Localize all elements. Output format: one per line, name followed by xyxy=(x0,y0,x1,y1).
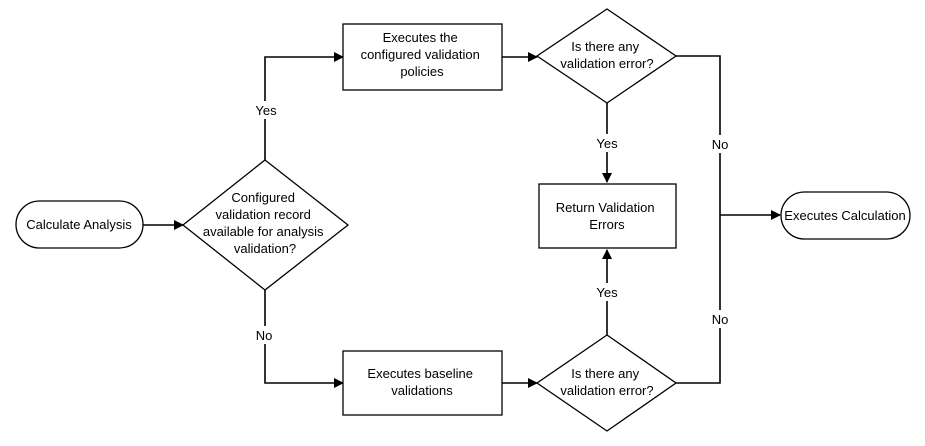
decision-config-line-3: available for analysis xyxy=(203,224,324,239)
exec-baseline-line-2: validations xyxy=(391,383,453,398)
edge-labels: Yes No Yes Yes No No xyxy=(252,101,732,344)
edge-top-no-to-junction xyxy=(676,55,721,215)
edge-label-bottom-error-no: No xyxy=(712,312,729,327)
edge-config-yes-to-policies xyxy=(264,52,344,160)
node-configured-validation-decision: Configured validation record available f… xyxy=(181,159,350,291)
decision-top-line-2: validation error? xyxy=(560,56,653,71)
edge-label-top-error-no: No xyxy=(712,137,729,152)
svg-text:Configured validation re: Configured validation record available f… xyxy=(203,190,327,256)
edge-label-top-error-yes: Yes xyxy=(596,136,618,151)
svg-text:Executes baseline valida: Executes baseline validations xyxy=(367,366,476,398)
return-errors-line-2: Errors xyxy=(589,217,625,232)
exec-policies-line-2: configured validation xyxy=(361,47,480,62)
node-calculate-analysis: Calculate Analysis xyxy=(15,200,144,249)
node-executes-calculation-line-1: Executes Calculation xyxy=(784,208,905,223)
decision-config-line-2: validation record xyxy=(215,207,310,222)
edge-label-config-yes: Yes xyxy=(255,103,277,118)
decision-top-line-1: Is there any xyxy=(571,39,639,54)
svg-text:Executes the configured: Executes the configured validation polic… xyxy=(361,30,484,79)
svg-text:Executes Calculation: Executes Calculation xyxy=(784,208,905,223)
edge-bottom-no-to-junction xyxy=(676,215,721,384)
return-errors-line-1: Return Validation xyxy=(556,200,655,215)
exec-baseline-line-1: Executes baseline xyxy=(367,366,473,381)
decision-config-line-1: Configured xyxy=(231,190,295,205)
svg-text:Return Validation Errors: Return Validation Errors xyxy=(556,200,658,232)
node-executes-configured-policies: Executes the configured validation polic… xyxy=(342,23,503,91)
svg-text:Is there any validation: Is there any validation error? xyxy=(560,39,653,71)
edge-config-no-to-baseline xyxy=(264,290,344,388)
exec-policies-line-3: policies xyxy=(400,64,444,79)
decision-config-line-4: validation? xyxy=(234,241,296,256)
node-bottom-validation-error-decision: Is there any validation error? xyxy=(535,334,678,432)
node-executes-baseline-validations: Executes baseline validations xyxy=(342,350,503,416)
node-calculate-analysis-line-1: Calculate Analysis xyxy=(26,217,132,232)
decision-bottom-line-1: Is there any xyxy=(571,366,639,381)
exec-policies-line-1: Executes the xyxy=(383,30,458,45)
edge-label-bottom-error-yes: Yes xyxy=(596,285,618,300)
node-return-validation-errors: Return Validation Errors xyxy=(538,183,677,249)
node-top-validation-error-decision: Is there any validation error? xyxy=(535,8,678,104)
edge-label-config-no: No xyxy=(256,328,273,343)
svg-text:Calculate Analysis: Calculate Analysis xyxy=(26,217,132,232)
node-executes-calculation: Executes Calculation xyxy=(780,191,911,240)
svg-text:Is there any validation: Is there any validation error? xyxy=(560,366,653,398)
decision-bottom-line-2: validation error? xyxy=(560,383,653,398)
